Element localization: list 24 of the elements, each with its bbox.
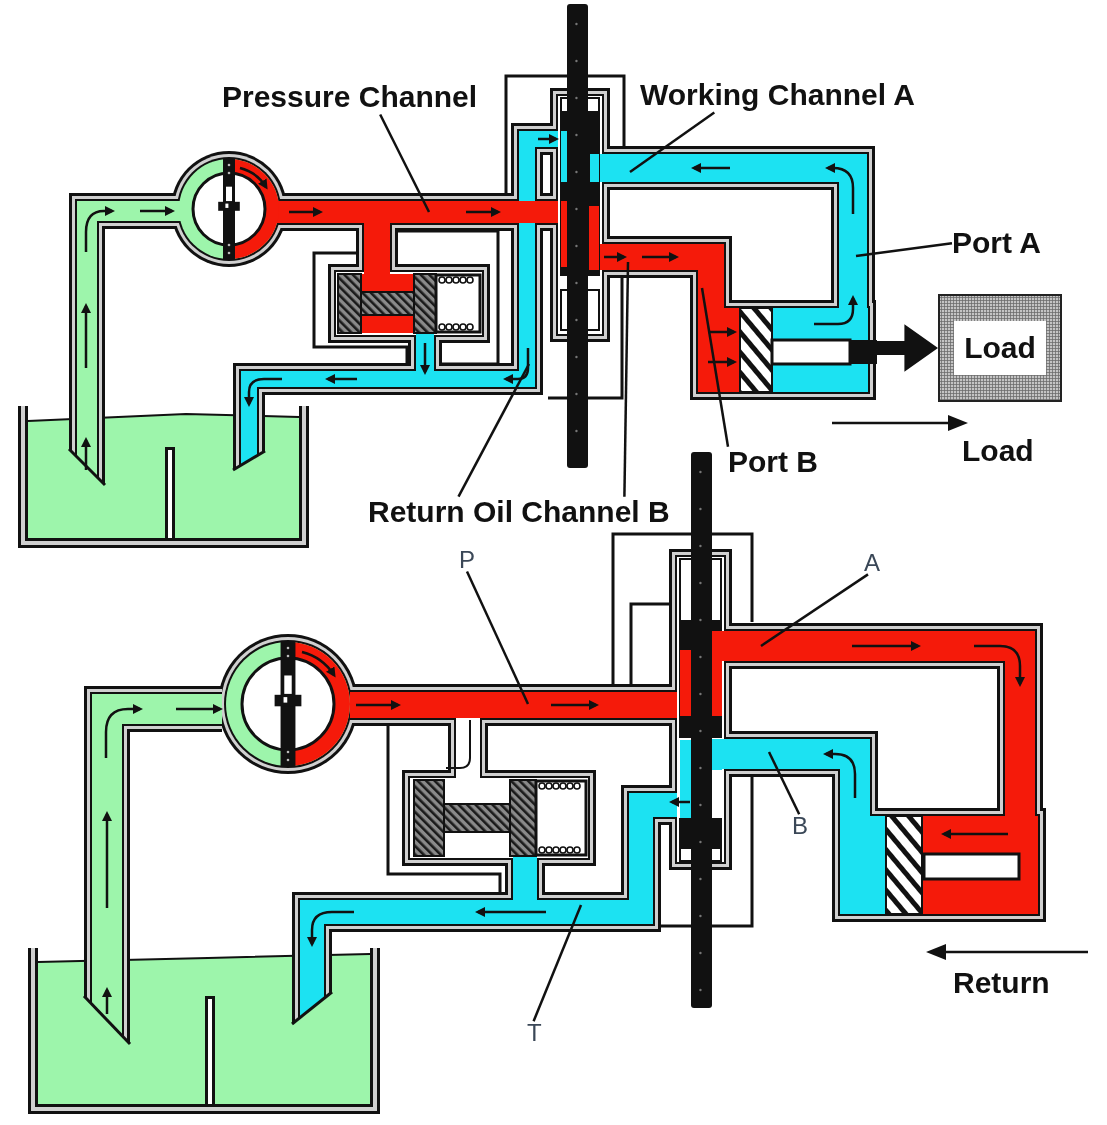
callout-letter: P <box>459 546 475 574</box>
callout-letter: T <box>527 1019 542 1047</box>
callout-letter: A <box>864 549 880 577</box>
callout-label: Working Channel A <box>640 78 915 113</box>
leader-line <box>629 111 716 174</box>
leader-line <box>700 287 730 447</box>
leader-line <box>379 113 431 213</box>
callout-letter: B <box>792 812 808 840</box>
leader-line <box>465 570 530 705</box>
direction-label: Load <box>962 434 1034 469</box>
block-label: Load <box>954 320 1046 376</box>
callout-label: Pressure Channel <box>222 80 478 115</box>
direction-label: Return <box>953 966 1050 1001</box>
leader-line <box>457 363 531 498</box>
leader-line <box>532 904 583 1022</box>
callout-label: Return Oil Channel B <box>368 495 670 530</box>
callout-label: Port A <box>952 226 1041 261</box>
leader-line <box>767 751 801 815</box>
thick-arrow <box>877 324 938 372</box>
load-block <box>938 294 1062 402</box>
leader-line <box>760 573 869 648</box>
leader-line <box>855 242 953 258</box>
leader-line <box>623 261 630 497</box>
callout-label: Port B <box>728 445 818 480</box>
